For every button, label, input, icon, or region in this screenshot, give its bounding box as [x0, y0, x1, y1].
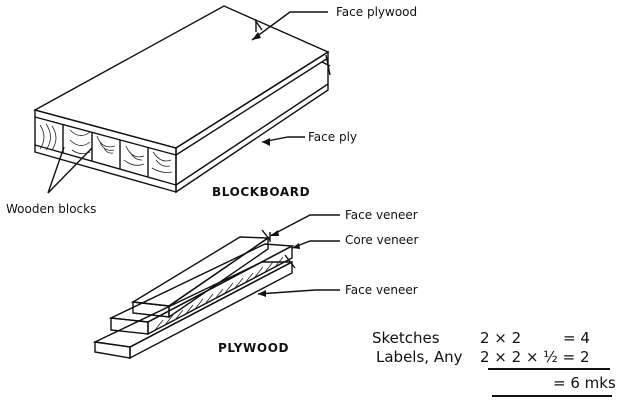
marks-row2-expr: 2 × 2 × ½ = 2 [480, 348, 589, 366]
label-face-ply: Face ply [308, 130, 357, 144]
title-plywood: PLYWOOD [218, 341, 289, 355]
plywood-drawing [92, 229, 296, 360]
plywood-leaders [257, 214, 340, 297]
marks-total: = 6 mks [553, 374, 616, 392]
label-wooden-blocks: Wooden blocks [6, 202, 96, 216]
label-core-veneer: Core veneer [345, 233, 418, 247]
label-face-veneer-top: Face veneer [345, 208, 418, 222]
marking-scheme: Sketches 2 × 2 = 4 Labels, Any 2 × 2 × ½… [372, 329, 616, 397]
marks-row1-expr: 2 × 2 [480, 329, 521, 347]
marks-row2-label: Labels, Any [376, 348, 463, 366]
marks-row1-result: = 4 [563, 329, 590, 347]
title-blockboard: BLOCKBOARD [212, 185, 310, 199]
label-face-plywood: Face plywood [336, 5, 417, 19]
blockboard-leaders [47, 11, 328, 194]
marks-row1-label: Sketches [372, 329, 440, 347]
blockboard-drawing [33, 5, 331, 194]
label-face-veneer-bottom: Face veneer [345, 283, 418, 297]
